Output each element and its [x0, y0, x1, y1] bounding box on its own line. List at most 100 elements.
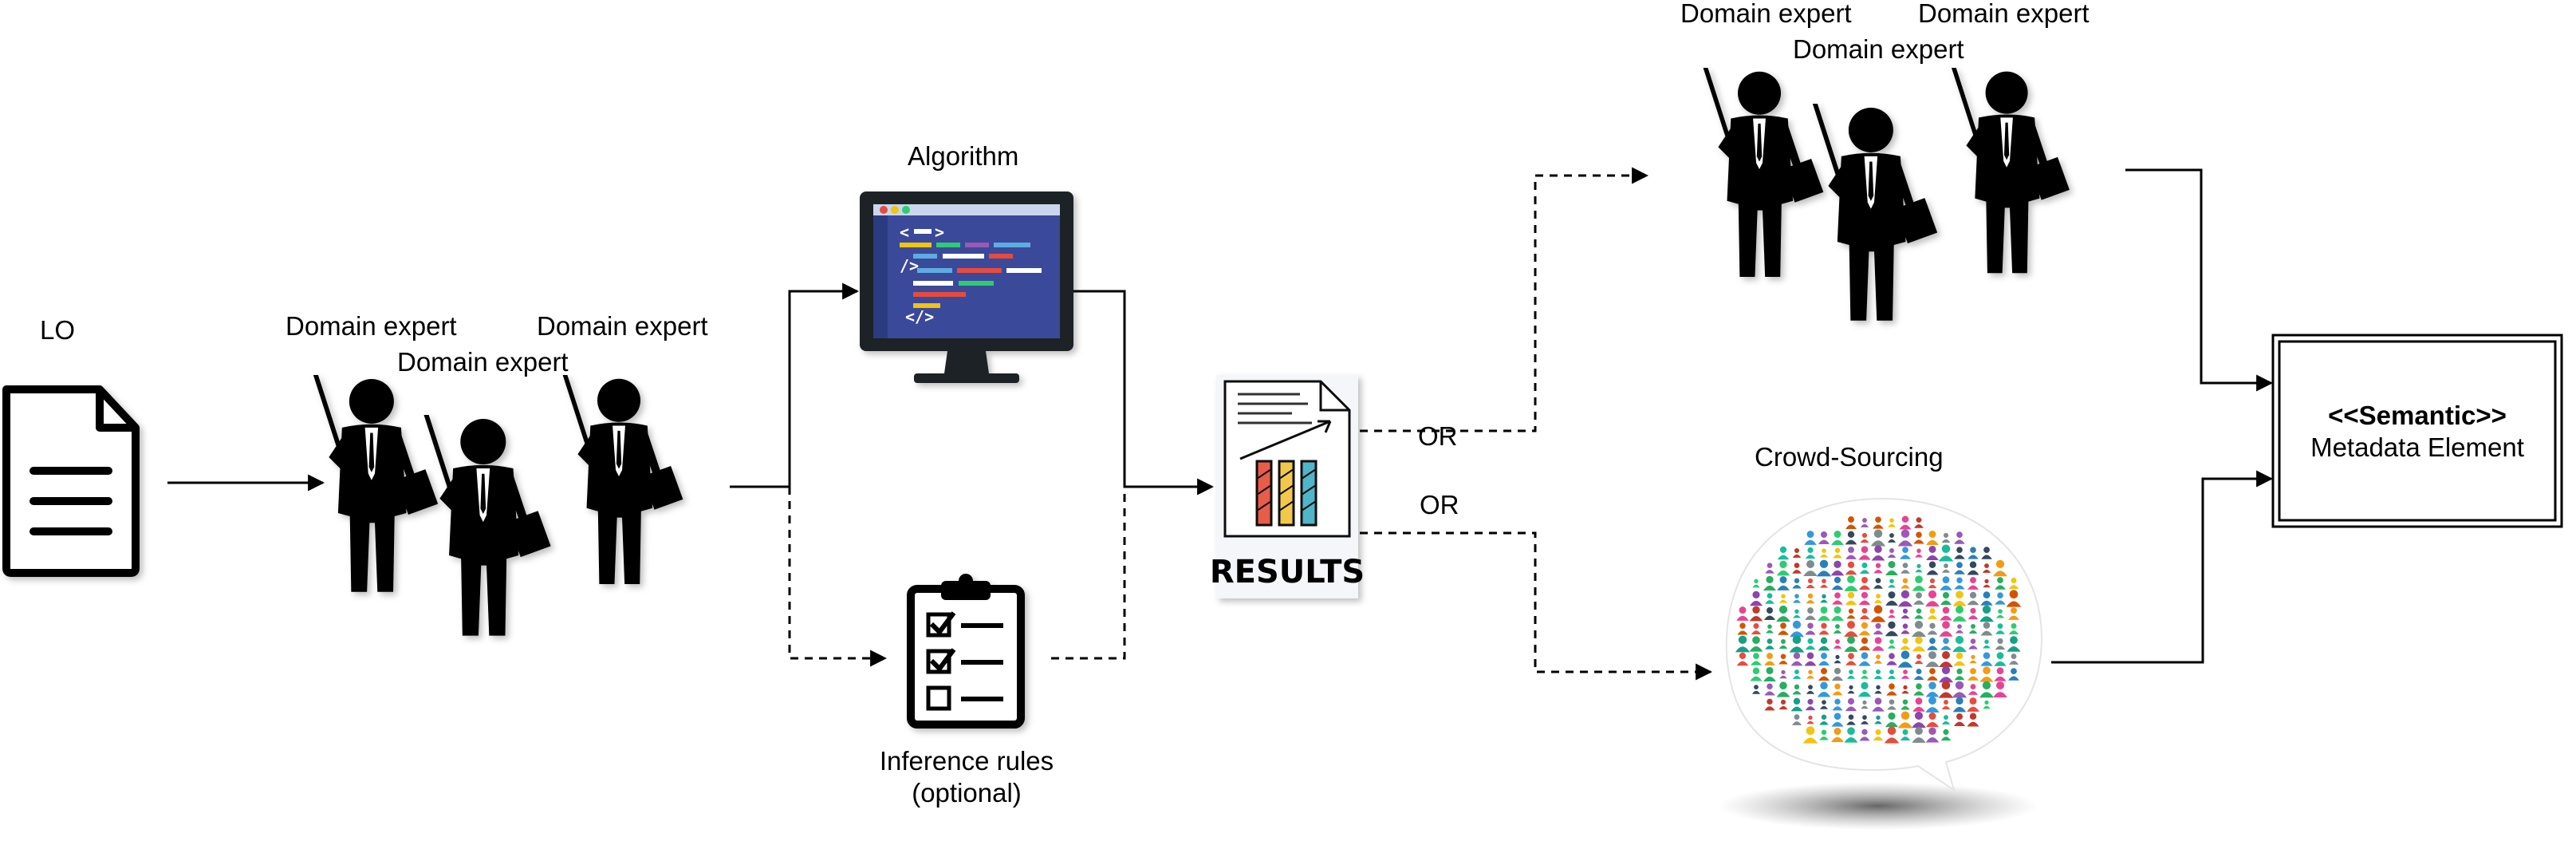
crowd-person-icon [1737, 622, 1748, 635]
crowd-person-icon [1900, 608, 1910, 619]
crowd-person-icon [1804, 652, 1817, 666]
crowd-person-icon [1926, 545, 1939, 561]
expert-person-icon [1706, 68, 1824, 277]
crowd-person-icon [1887, 548, 1897, 558]
crowd-person-icon [1806, 578, 1815, 589]
crowd-person-icon [1764, 653, 1775, 665]
crowd-label: Crowd-Sourcing [1755, 442, 1944, 472]
crowd-person-icon [1831, 606, 1844, 621]
crowd-person-icon [1980, 622, 1993, 636]
crowd-person-icon [1736, 652, 1749, 666]
crowd-person-icon [1967, 607, 1979, 620]
crowd-person-icon [1914, 517, 1924, 528]
crowd-person-icon [1845, 516, 1857, 529]
or-label-top: OR [1418, 421, 1458, 451]
crowd-person-icon [1993, 559, 2007, 577]
crowd-person-icon [1818, 531, 1830, 544]
crowd-person-icon [1845, 653, 1857, 665]
crowd-person-icon [1912, 575, 1926, 591]
crowd-person-icon [1763, 575, 1777, 591]
crowd-person-icon [1858, 637, 1871, 651]
crowd-person-icon [1941, 715, 1951, 725]
semantic-label-line1: <<Semantic>> [2328, 401, 2507, 430]
crowd-person-icon [2008, 654, 2019, 665]
crowd-person-icon [1886, 683, 1897, 696]
crowd-person-icon [1925, 712, 1940, 728]
crowd-person-icon [1967, 713, 1979, 727]
crowd-person-icon [1983, 579, 1991, 588]
crowd-person-icon [1847, 685, 1855, 694]
crowd-person-icon [1967, 577, 1979, 590]
crowd-person-icon [1806, 685, 1815, 694]
crowd-person-icon [1779, 594, 1787, 603]
crowd-person-icon [1793, 594, 1801, 603]
or-label-bottom: OR [1420, 490, 1459, 519]
crowd-person-icon [1763, 666, 1776, 682]
crowd-person-icon [1913, 683, 1924, 696]
expert-left-label-2: Domain expert [397, 347, 569, 377]
lo-label: LO [40, 315, 75, 345]
crowd-person-icon [1967, 547, 1979, 559]
expert-right-label-2: Domain expert [1793, 34, 1964, 64]
crowd-person-icon [1928, 578, 1937, 589]
crowd-person-icon [1790, 620, 1804, 638]
crowd-person-icon [1831, 667, 1844, 681]
crowd-person-icon [1818, 606, 1830, 621]
crowd-person-icon [1859, 562, 1870, 575]
crowd-person-icon [1888, 639, 1896, 649]
crowd-person-icon [1832, 592, 1843, 605]
crowd-person-icon [2008, 623, 2019, 634]
crowd-person-icon [1776, 605, 1790, 622]
crowd-person-icon [1846, 714, 1856, 725]
crowd-person-icon [1830, 560, 1845, 576]
crowd-person-icon [1913, 592, 1924, 605]
crowd-person-icon [1765, 593, 1774, 604]
crowd-person-icon [1805, 607, 1816, 620]
expert-group-right [1706, 68, 2070, 321]
crowd-person-icon [1833, 547, 1842, 559]
crowd-person-icon [1925, 590, 1940, 607]
crowd-person-icon [1859, 577, 1870, 590]
crowd-person-icon [1993, 681, 2007, 698]
crowd-person-icon [1763, 606, 1776, 621]
crowd-person-icon [1952, 590, 1967, 606]
crowd-person-icon [1954, 562, 1965, 575]
crowd-person-icon [1927, 668, 1938, 681]
crowd-person-icon [1885, 621, 1899, 637]
crowd-person-icon [1847, 669, 1855, 679]
crowd-person-icon [1751, 685, 1761, 694]
crowd-person-icon [1777, 546, 1790, 560]
crowd-person-icon [1942, 563, 1950, 573]
crowd-person-icon [1750, 667, 1763, 681]
crowd-person-icon [1860, 532, 1869, 543]
crowd-person-icon [1735, 635, 1751, 653]
crowd-person-icon [1749, 590, 1763, 606]
crowd-person-icon [1752, 579, 1760, 588]
crowd-person-icon [1861, 700, 1869, 709]
crowd-person-icon [1979, 681, 1994, 698]
algorithm-label: Algorithm [908, 141, 1018, 171]
document-icon [2, 385, 140, 577]
crowd-person-icon [1874, 654, 1882, 664]
crowd-person-icon [1845, 561, 1857, 575]
crowd-person-icon [1885, 560, 1898, 576]
crowd-person-icon [1927, 622, 1938, 635]
crowd-person-icon [1938, 681, 1954, 698]
crowd-person-icon [1888, 609, 1896, 618]
crowd-person-icon [1873, 729, 1884, 740]
crowd-person-icon [1805, 698, 1816, 711]
results-icon [1216, 375, 1358, 598]
svg-text:>: > [935, 223, 944, 242]
crowd-person-icon [1887, 533, 1897, 543]
crowd-person-icon [2008, 607, 2019, 620]
crowd-person-icon [1873, 578, 1883, 589]
expert-right-label-3: Domain expert [1918, 0, 2090, 28]
crowd-person-icon [1765, 638, 1774, 650]
crowd-person-icon [1954, 668, 1965, 681]
crowd-person-icon [1968, 638, 1978, 650]
crowd-person-icon [1888, 518, 1896, 527]
crowd-person-icon [1952, 681, 1967, 698]
connector-to-semantic [2051, 168, 2274, 664]
clipboard-icon [907, 574, 1025, 729]
crowd-person-icon [1954, 531, 1965, 544]
